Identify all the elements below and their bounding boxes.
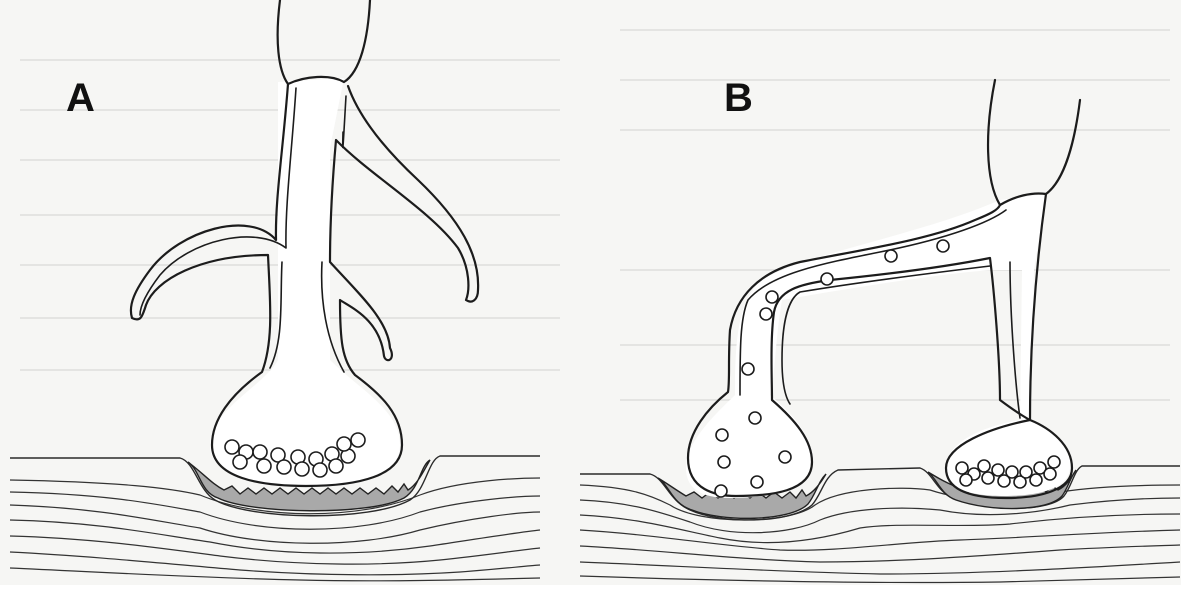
panel-label-b: B	[724, 78, 753, 118]
panel-label-a: A	[66, 78, 95, 118]
myelin-sheath-b	[988, 80, 1080, 205]
muscle-fiber-b	[580, 485, 1180, 583]
panel-b	[580, 80, 1180, 583]
myelin-sheath-a	[278, 0, 370, 84]
